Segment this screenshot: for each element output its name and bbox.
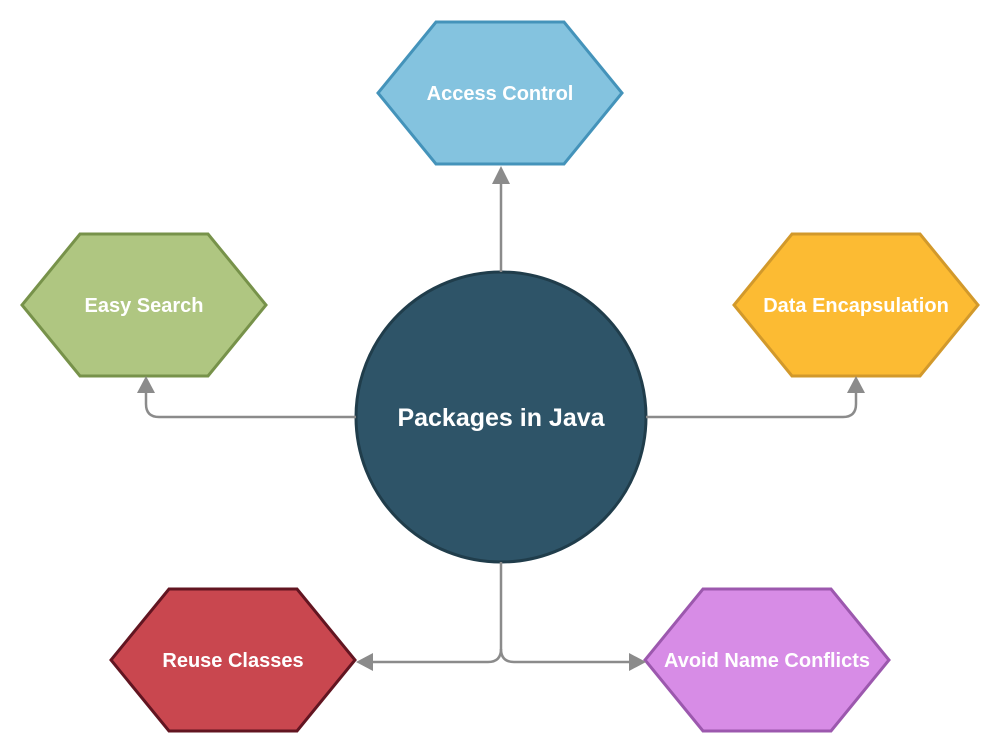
connector-center-to-reuse-classes — [372, 562, 503, 664]
node-shapes — [20, 20, 980, 733]
node-label-data-encapsulation: Data Encapsulation — [763, 295, 949, 317]
arrowhead-avoid-name-conflicts — [629, 653, 646, 671]
node-labels: Access Control Easy Search Data Encapsul… — [85, 83, 949, 672]
arrowhead-reuse-classes — [356, 653, 373, 671]
node-label-easy-search: Easy Search — [85, 295, 204, 317]
hexagon-node-reuse-classes — [109, 587, 357, 733]
arrowhead-access-control — [492, 166, 510, 184]
node-label-access-control: Access Control — [427, 83, 574, 105]
connector-center-to-avoid-name-conflicts — [499, 648, 630, 664]
arrowhead-easy-search — [137, 376, 155, 393]
connector-center-to-easy-search — [144, 391, 356, 419]
hexagon-node-data-encapsulation — [732, 232, 980, 378]
hexagon-node-easy-search — [20, 232, 268, 378]
node-label-avoid-name-conflicts: Avoid Name Conflicts — [664, 650, 870, 672]
connectors — [137, 166, 865, 671]
center-node-label: Packages in Java — [397, 404, 605, 432]
node-label-reuse-classes: Reuse Classes — [162, 650, 303, 672]
connector-center-to-data-encapsulation — [646, 391, 858, 419]
hexagon-node-avoid-name-conflicts — [643, 587, 891, 733]
hexagon-node-access-control — [376, 20, 624, 166]
arrowhead-data-encapsulation — [847, 376, 865, 393]
